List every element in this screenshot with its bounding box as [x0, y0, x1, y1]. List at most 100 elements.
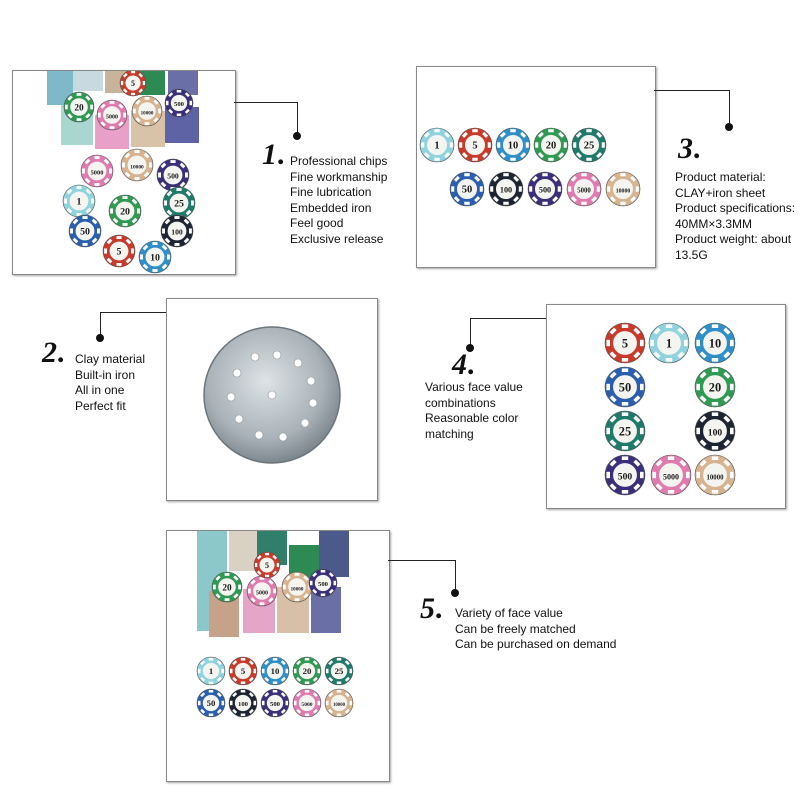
poker-chip-50: 50	[68, 214, 102, 248]
svg-text:5000: 5000	[577, 188, 591, 195]
connector-3-dot	[725, 123, 733, 131]
svg-text:20: 20	[222, 583, 232, 593]
poker-chip-5000: 5000	[246, 575, 278, 607]
svg-text:1: 1	[434, 141, 439, 152]
poker-chip-5: 5	[457, 127, 493, 163]
svg-text:10000: 10000	[130, 165, 144, 171]
feature-5-line: Variety of face value	[455, 606, 563, 620]
svg-text:10: 10	[271, 666, 280, 676]
poker-chip-500: 500	[604, 454, 646, 496]
poker-chip-5: 5	[228, 656, 258, 686]
svg-text:10000: 10000	[291, 586, 304, 592]
poker-chip-5: 5	[253, 551, 281, 579]
feature-2-line: Built-in iron	[75, 367, 136, 382]
feature-3-description: Product material: CLAY+iron sheet Produc…	[675, 170, 795, 263]
svg-text:5000: 5000	[663, 472, 679, 481]
feature-1-line: Fine workmanship	[290, 169, 388, 184]
svg-text:50: 50	[462, 185, 473, 196]
svg-text:50: 50	[207, 698, 216, 708]
svg-text:5: 5	[622, 336, 628, 350]
poker-chip-500: 500	[527, 171, 563, 207]
connector-5-dot	[451, 589, 459, 597]
poker-chip-50: 50	[449, 171, 485, 207]
poker-chip-10000: 10000	[324, 688, 354, 718]
feature-5-line: Can be freely matched	[455, 621, 576, 636]
poker-chip-5000: 5000	[292, 688, 322, 718]
svg-text:5000: 5000	[106, 114, 118, 120]
poker-chip-10: 10	[694, 322, 736, 364]
feature-3-line: Product material:	[675, 170, 766, 184]
poker-chip-100: 100	[228, 688, 258, 718]
feature-5-number: 5.	[420, 592, 445, 625]
poker-chip-10000: 10000	[281, 571, 313, 603]
svg-text:100: 100	[171, 228, 183, 237]
poker-chip-1: 1	[419, 127, 455, 163]
svg-text:25: 25	[584, 141, 595, 152]
poker-chip-500: 500	[308, 568, 338, 598]
svg-text:1: 1	[209, 666, 213, 676]
svg-text:50: 50	[80, 227, 90, 238]
poker-chip-5: 5	[102, 234, 136, 268]
poker-chip-100: 100	[488, 171, 524, 207]
poker-chip-100: 100	[694, 410, 736, 452]
poker-chip-10000: 10000	[694, 454, 736, 496]
poker-chip-1: 1	[648, 322, 690, 364]
poker-chip-500: 500	[164, 88, 194, 118]
svg-text:100: 100	[708, 427, 723, 438]
svg-text:500: 500	[174, 101, 185, 108]
svg-text:20: 20	[546, 141, 557, 152]
svg-text:5000: 5000	[91, 170, 104, 177]
feature-2-line: Clay material	[75, 352, 146, 366]
feature-3-line: 40MM×3.3MM	[675, 216, 753, 231]
svg-text:500: 500	[167, 172, 179, 181]
svg-text:10: 10	[150, 253, 160, 264]
feature-4-line: matching	[425, 426, 474, 441]
connector-1	[234, 102, 298, 103]
svg-text:25: 25	[174, 199, 184, 210]
poker-chip-5000: 5000	[96, 99, 128, 131]
feature-3-line: 13.5G	[675, 247, 708, 262]
poker-chip-25: 25	[604, 410, 646, 452]
poker-chip-10: 10	[495, 127, 531, 163]
svg-text:20: 20	[709, 380, 721, 394]
poker-chip-10000: 10000	[131, 95, 163, 127]
feature-2-line: All in one	[75, 383, 125, 397]
connector-5	[388, 560, 456, 561]
poker-chip-5: 5	[119, 71, 147, 97]
poker-chip-500: 500	[156, 158, 190, 192]
poker-chip-1: 1	[196, 656, 226, 686]
svg-text:100: 100	[500, 186, 512, 195]
poker-chip-25: 25	[324, 656, 354, 686]
poker-chip-10: 10	[138, 240, 172, 274]
poker-chip-100: 100	[160, 214, 194, 248]
svg-text:20: 20	[303, 666, 312, 676]
feature-2-line: Perfect fit	[75, 398, 126, 413]
feature-5-description: Variety of face value Can be freely matc…	[455, 606, 616, 653]
feature-3-line: Product weight: about	[675, 232, 792, 246]
poker-chip-10: 10	[260, 656, 290, 686]
svg-text:10000: 10000	[707, 474, 725, 481]
poker-chip-5: 5	[604, 322, 646, 364]
poker-chip-50: 50	[604, 366, 646, 408]
feature-4-line: Reasonable color	[425, 411, 519, 425]
panel-iron-disc	[166, 298, 378, 501]
svg-text:25: 25	[619, 424, 631, 438]
connector-2-dot	[96, 334, 104, 342]
svg-text:10000: 10000	[141, 110, 154, 116]
svg-text:5: 5	[241, 666, 246, 676]
poker-chip-10000: 10000	[605, 171, 641, 207]
svg-text:5: 5	[265, 561, 269, 570]
connector-3	[654, 90, 730, 91]
svg-text:5: 5	[117, 247, 122, 258]
feature-3-line: CLAY+iron sheet	[675, 185, 766, 200]
feature-1-line: Feel good	[290, 216, 344, 230]
feature-1-number: 1.	[262, 138, 287, 171]
connector-4	[470, 318, 546, 319]
